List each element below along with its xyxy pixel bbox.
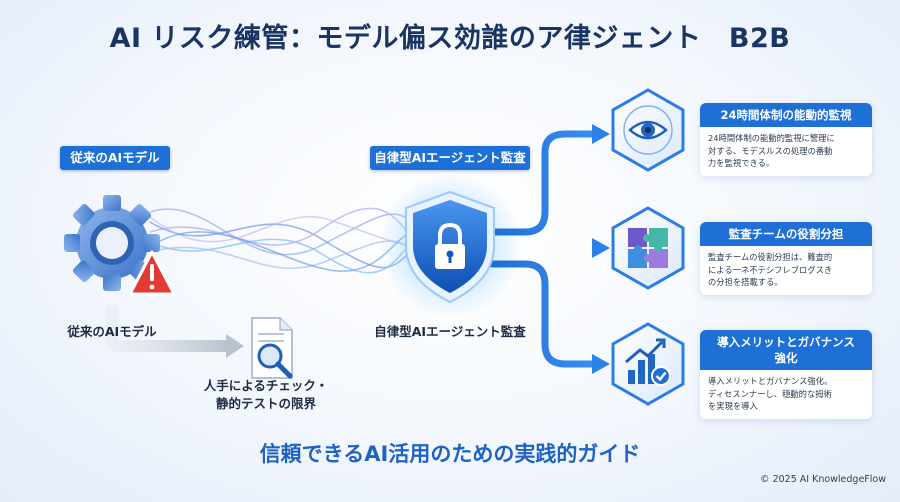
copyright: © 2025 AI KnowledgeFlow: [760, 474, 886, 485]
autonomous-audit-label: 自律型AIエージェント監査: [374, 324, 526, 339]
traditional-ai-pill: 従来のAIモデル: [60, 146, 170, 170]
card-governance-heading-line: 導入メリットとガバナンス: [717, 335, 855, 349]
growth-chart-icon: [611, 322, 685, 406]
manual-check-limit-text: 人手によるチェック・ 静的テストの限界: [196, 377, 336, 413]
card-governance-line: ディセスンナーし、穏動的な拇術: [708, 388, 832, 399]
manual-check-limit-line1: 人手によるチェック・: [203, 378, 329, 393]
card-governance-heading: 導入メリットとガバナンス 強化: [700, 330, 872, 370]
limitation-arrow: [106, 305, 244, 358]
card-governance-heading-line: 強化: [774, 351, 798, 365]
card-governance-line: 導入メリットとガバナンス強化。: [708, 376, 833, 386]
card-monitoring-line: 対する、モデスルスの処理の番動: [708, 145, 833, 156]
branch-arrows: [488, 130, 598, 368]
data-wave-lines: [149, 207, 421, 274]
bottom-caption: 信頼できるAI活用のための実践的ガイド: [259, 442, 641, 466]
card-governance: 導入メリットとガバナンス 強化 導入メリットとガバナンス強化。 ディセスンナーし…: [700, 330, 872, 419]
page-title: AI リスク練管：モデル偏ス効誰のア律ジェント B2B: [109, 23, 791, 54]
card-monitoring-heading: 24時間体制の能動的監視: [700, 103, 872, 127]
document-search-icon: [251, 317, 293, 379]
traditional-ai-label: 従来のAIモデル: [67, 324, 157, 339]
shield-lock-icon: [405, 190, 495, 304]
card-team-roles: 監査チームの役割分担 監査チームの役割分担は、難査的 による一ネ不テシフレブログ…: [700, 222, 872, 295]
card-team-roles-line: 監査チームの役割分担は、難査的: [708, 252, 833, 262]
autonomous-audit-pill: 自律型AIエージェント監査: [370, 146, 530, 170]
card-team-roles-line: による一ネ不テシフレブログスき: [708, 264, 833, 275]
puzzle-icon: [611, 206, 685, 290]
warning-icon: [128, 250, 176, 296]
card-monitoring: 24時間体制の能動的監視 24時間体制の能動的監視に警理に 対する、モデスルスの…: [700, 103, 872, 176]
card-monitoring-line: 力を監視できる。: [708, 158, 775, 168]
card-team-roles-heading: 監査チームの役割分担: [700, 222, 872, 246]
card-team-roles-line: の分担を搭載する。: [708, 277, 783, 287]
eye-icon: [611, 88, 685, 172]
card-governance-line: を実現を導入: [708, 401, 758, 411]
arrow-heads: [592, 124, 610, 374]
card-monitoring-line: 24時間体制の能動的監視に警理に: [708, 133, 835, 143]
card-monitoring-body: 24時間体制の能動的監視に警理に 対する、モデスルスの処理の番動 力を監視できる…: [700, 127, 872, 176]
card-governance-body: 導入メリットとガバナンス強化。 ディセスンナーし、穏動的な拇術 を実現を導入: [700, 370, 872, 419]
manual-check-limit-line2: 静的テストの限界: [215, 396, 316, 411]
card-team-roles-body: 監査チームの役割分担は、難査的 による一ネ不テシフレブログスき の分担を搭載する…: [700, 246, 872, 295]
